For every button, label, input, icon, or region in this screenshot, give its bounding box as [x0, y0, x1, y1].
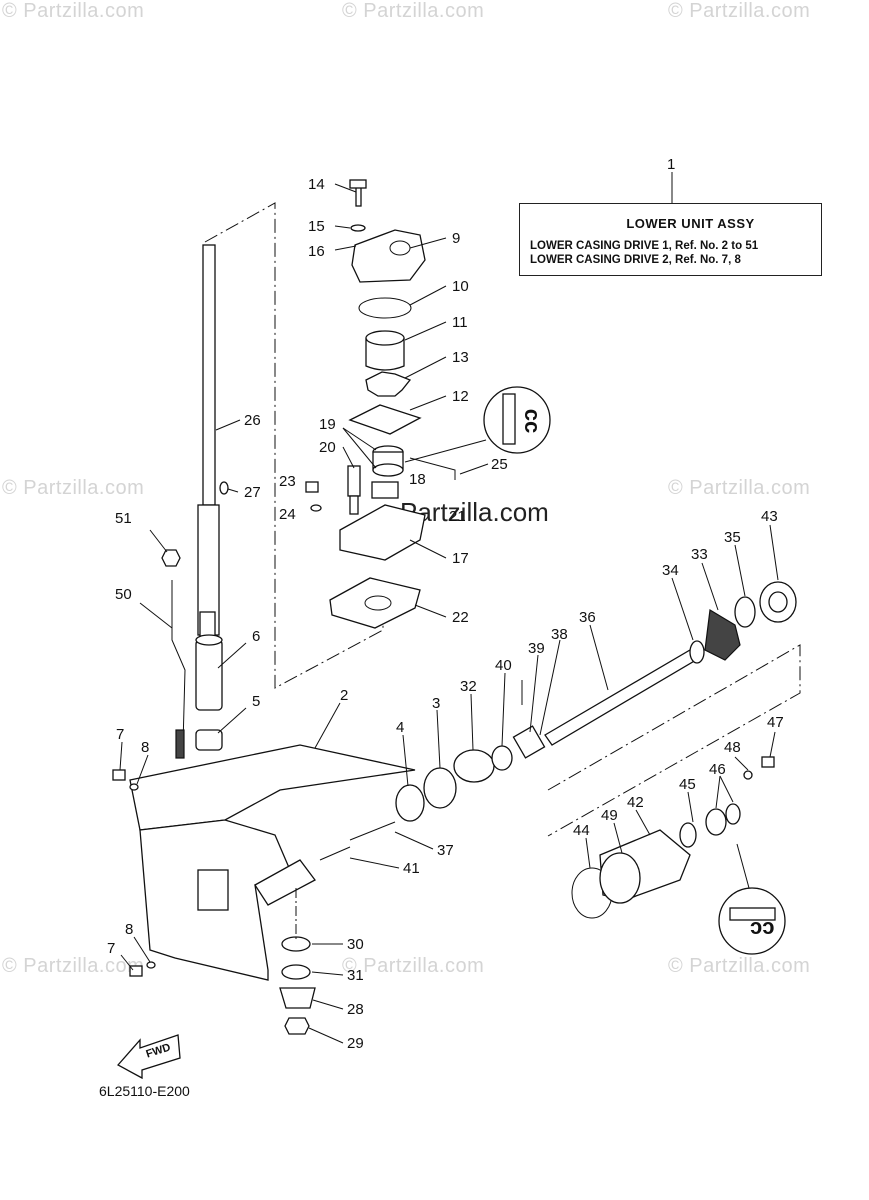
callout-19: 19	[319, 416, 336, 433]
callout-49: 49	[601, 807, 618, 824]
callout-36: 36	[579, 609, 596, 626]
callout-3: 3	[432, 695, 441, 712]
grommet	[347, 465, 361, 497]
watermark: © Partzilla.com	[668, 0, 811, 22]
callout-5: 5	[252, 693, 261, 710]
callout-47: 47	[767, 714, 784, 731]
watermark: © Partzilla.com	[2, 477, 145, 499]
callout-34: 34	[662, 562, 679, 579]
callout-48: 48	[724, 739, 741, 756]
callout-21: 21	[449, 508, 466, 525]
legend-line: LOWER CASING DRIVE 2, Ref. No. 7, 8	[530, 254, 741, 266]
outer-plate	[348, 404, 422, 435]
callout-50: 50	[115, 586, 132, 603]
propeller-shaft	[544, 649, 697, 746]
drawing-code: 6L25110-E200	[99, 1083, 190, 1099]
callout-44: 44	[573, 822, 590, 839]
lubricate-symbol-icon	[718, 887, 786, 955]
callout-22: 22	[452, 609, 469, 626]
callout-39: 39	[528, 640, 545, 657]
callout-4: 4	[396, 719, 405, 736]
pump-housing	[351, 229, 426, 283]
callout-10: 10	[452, 278, 469, 295]
watermark: © Partzilla.com	[342, 0, 485, 22]
legend-line: LOWER CASING DRIVE 1, Ref. No. 2 to 51	[530, 240, 759, 252]
bolt	[355, 185, 362, 207]
forward-arrow-icon	[116, 1034, 181, 1080]
lubricate-symbol-icon	[483, 386, 551, 454]
seal	[281, 936, 311, 952]
callout-24: 24	[279, 506, 296, 523]
callout-46: 46	[709, 761, 726, 778]
callout-8: 8	[141, 739, 150, 756]
center-watermark: Partzilla.com	[400, 497, 549, 527]
watermark: © Partzilla.com	[2, 955, 145, 977]
impeller	[365, 371, 412, 397]
callout-1: 1	[667, 156, 676, 173]
pinion-gear	[279, 987, 316, 1009]
callout-12: 12	[452, 388, 469, 405]
callout-51: 51	[115, 510, 132, 527]
callout-11: 11	[452, 314, 468, 331]
watermark: © Partzilla.com	[668, 955, 811, 977]
callout-40: 40	[495, 657, 512, 674]
callout-16: 16	[308, 243, 325, 260]
bolt	[761, 756, 775, 768]
water-pump-housing-base	[339, 504, 426, 561]
watermark: © Partzilla.com	[342, 955, 485, 977]
callout-37: 37	[437, 842, 454, 859]
callout-27: 27	[244, 484, 261, 501]
lower-casing	[129, 744, 416, 831]
callout-25: 25	[491, 456, 508, 473]
callout-26: 26	[244, 412, 261, 429]
legend-box: LOWER UNIT ASSY LOWER CASING DRIVE 1, Re…	[519, 203, 822, 276]
callout-14: 14	[308, 176, 325, 193]
gasket	[329, 577, 421, 629]
drive-shaft	[202, 244, 216, 506]
callout-28: 28	[347, 1001, 364, 1018]
callout-7: 7	[116, 726, 125, 743]
watermark: © Partzilla.com	[2, 0, 145, 22]
callout-45: 45	[679, 776, 696, 793]
callout-29: 29	[347, 1035, 364, 1052]
callout-15: 15	[308, 218, 325, 235]
cc-label: cc	[750, 917, 775, 942]
callout-17: 17	[452, 550, 469, 567]
callout-18: 18	[409, 471, 426, 488]
callout-13: 13	[452, 349, 469, 366]
callout-2: 2	[340, 687, 349, 704]
callout-7-lower: 7	[107, 940, 116, 957]
callout-30: 30	[347, 936, 364, 953]
forward-gear	[453, 749, 495, 783]
callout-31: 31	[347, 967, 364, 984]
callout-20: 20	[319, 439, 336, 456]
callout-38: 38	[551, 626, 568, 643]
o-ring	[358, 297, 412, 319]
callout-9: 9	[452, 230, 461, 247]
callout-8-lower: 8	[125, 921, 134, 938]
callout-42: 42	[627, 794, 644, 811]
callout-33: 33	[691, 546, 708, 563]
callout-35: 35	[724, 529, 741, 546]
nut	[284, 1017, 310, 1035]
sleeve	[195, 639, 223, 711]
callout-6: 6	[252, 628, 261, 645]
reverse-gear	[704, 609, 741, 661]
callout-32: 32	[460, 678, 477, 695]
cc-label: cc	[520, 408, 546, 434]
callout-23: 23	[279, 473, 296, 490]
nut	[161, 549, 181, 567]
watermark: © Partzilla.com	[668, 477, 811, 499]
callout-43: 43	[761, 508, 778, 525]
callout-41: 41	[403, 860, 420, 877]
legend-title: LOWER UNIT ASSY	[626, 216, 755, 231]
